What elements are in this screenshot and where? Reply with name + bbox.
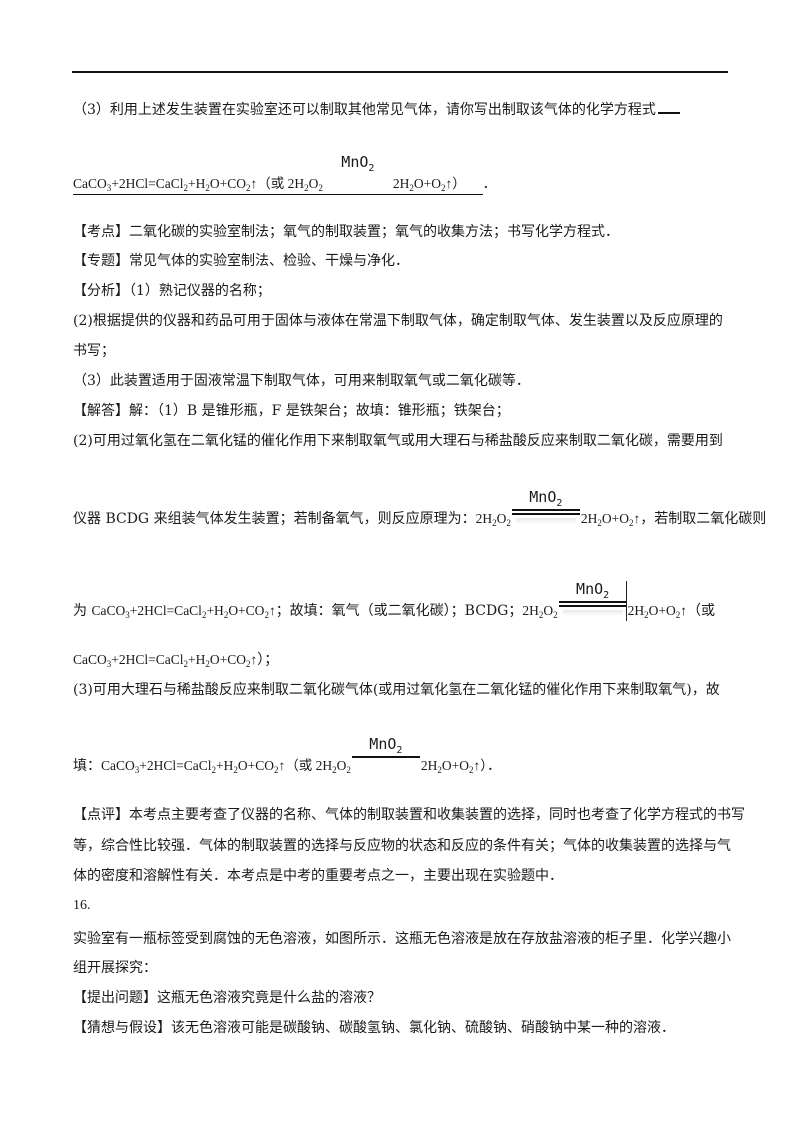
dianping-a: 本考点主要考查了仪器的名称、气体的制取装置和收集装置的选择，同时也考查了化学方程… (129, 807, 745, 823)
fenxi-text: （1）熟记仪器的名称； (129, 283, 271, 299)
tiwen-text: 这瓶无色溶液究竟是什么盐的溶液？ (157, 990, 381, 1006)
caixiang-tag: 【猜想与假设】 (73, 1020, 171, 1036)
period: ． (482, 176, 497, 191)
q16-a: 实验室有一瓶标签受到腐蚀的无色溶液，如图所示．这瓶无色溶液是放在存放盐溶液的柜子… (73, 931, 731, 947)
dianping-tag: 【点评】 (73, 807, 129, 823)
q16-number: 16. (73, 898, 91, 913)
jieda-3b-pre: 填： (73, 758, 101, 774)
dianping-b: 等，综合性比较强．气体的制取装置的选择与反应物的状态和反应的条件有关；气体的收集… (73, 838, 731, 854)
jieda-3b-post: ． (486, 758, 501, 774)
zhuanti-line: 【专题】常见气体的实验室制法、检验、干燥与净化． (73, 251, 409, 271)
jieda-3a: (3)可用大理石与稀盐酸反应来制取二氧化碳气体(或用过氧化氢在二氧化锰的催化作用… (73, 682, 720, 698)
caixiang-text: 该无色溶液可能是碳酸钠、碳酸氢钠、氯化钠、硫酸钠、硝酸钠中某一种的溶液． (171, 1020, 675, 1036)
mno2-catalyst-arrow: MnO2 (341, 153, 375, 174)
top-rule (72, 71, 728, 73)
caco3-equation: CaCO3+2HCl=CaCl2+H2O+CO2↑ (91, 603, 276, 620)
zhuanti-text: 常见气体的实验室制法、检验、干燥与净化． (129, 253, 409, 269)
jieda-2c-post: （或 (686, 603, 715, 619)
fenxi-tag: 【分析】 (73, 283, 129, 299)
tiwen-line: 【提出问题】这瓶无色溶液究竟是什么盐的溶液？ (73, 988, 381, 1008)
caco3-equation: CaCO3+2HCl=CaCl2+H2O+CO2↑ (101, 758, 286, 775)
jieda-2a: (2)可用过氧化氢在二氧化锰的催化作用下来制取氧气或用大理石与稀盐酸反应来制取二… (73, 433, 723, 449)
fenxi-line: 【分析】（1）熟记仪器的名称； (73, 281, 271, 301)
tiwen-tag: 【提出问题】 (73, 990, 157, 1006)
q3-prompt-line: （3）利用上述发生装置在实验室还可以制取其他常见气体，请你写出制取该气体的化学方… (73, 100, 680, 120)
answer-blank (657, 102, 680, 114)
fenxi-2b: 书写； (73, 343, 115, 359)
jieda-text: 解：（1）B 是锥形瓶，F 是铁架台；故填：锥形瓶；铁架台； (129, 403, 510, 419)
jieda-line: 【解答】解：（1）B 是锥形瓶，F 是铁架台；故填：锥形瓶；铁架台； (73, 401, 510, 421)
dianping-line: 【点评】本考点主要考查了仪器的名称、气体的制取装置和收集装置的选择，同时也考查了… (73, 805, 745, 825)
caixiang-line: 【猜想与假设】该无色溶液可能是碳酸钠、碳酸氢钠、氯化钠、硫酸钠、硝酸钠中某一种的… (73, 1018, 675, 1038)
jieda-2c-line: 为 CaCO3+2HCl=CaCl2+H2O+CO2↑；故填：氧气（或二氧化碳）… (73, 580, 715, 621)
kaodian-line: 【考点】二氧化碳的实验室制法；氧气的制取装置；氧气的收集方法；书写化学方程式． (73, 222, 619, 242)
jieda-2c-mid: ；故填：氧气（或二氧化碳）；BCDG； (275, 603, 523, 619)
fenxi-2a: (2)根据提供的仪器和药品可用于固体与液体在常温下制取气体，确定制取气体、发生装… (73, 313, 723, 329)
mno2-catalyst-arrow: MnO2 (511, 488, 580, 527)
jieda-2c-pre: 为 (73, 603, 92, 619)
jieda-2b-pre: 仪器 BCDG 来组装气体发生装置；若制备氧气，则反应原理为： (73, 511, 476, 527)
zhuanti-tag: 【专题】 (73, 253, 129, 269)
jieda-2b-post: ，若制取二氧化碳则 (640, 511, 767, 527)
mno2-catalyst-arrow: MnO2 (351, 735, 420, 774)
caco3-equation: CaCO3+2HCl=CaCl2+H2O+CO2↑ (73, 652, 258, 669)
fenxi-3: （3）此装置适用于固液常温下制取气体，可用来制取氧气或二氧化碳等． (73, 373, 530, 389)
mno2-catalyst-arrow: MnO2 (558, 580, 627, 621)
jieda-tag: 【解答】 (73, 403, 129, 419)
close-paren: ） (480, 758, 487, 773)
kaodian-tag: 【考点】 (73, 224, 129, 240)
dianping-c: 体的密度和溶解性有关．本考点是中考的重要考点之一，主要出现在实验题中． (73, 868, 563, 884)
kaodian-text: 二氧化碳的实验室制法；氧气的制取装置；氧气的收集方法；书写化学方程式． (129, 224, 619, 240)
q16-b: 组开展探究： (73, 960, 157, 976)
or-open: （或 (285, 758, 316, 773)
jieda-2d-line: CaCO3+2HCl=CaCl2+H2O+CO2↑）； (73, 650, 278, 670)
jieda-2d-post: ）； (257, 652, 279, 668)
q3-prompt: （3）利用上述发生装置在实验室还可以制取其他常见气体，请你写出制取该气体的化学方… (73, 102, 656, 118)
